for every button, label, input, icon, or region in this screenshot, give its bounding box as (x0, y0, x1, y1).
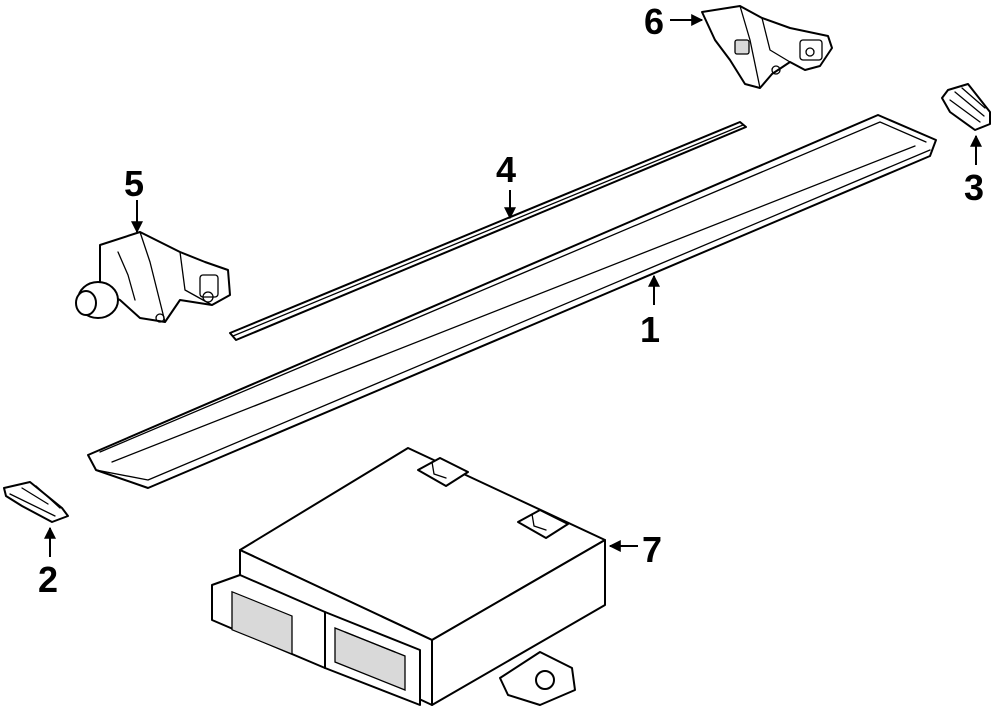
part-5-sensor[interactable] (75, 231, 231, 323)
part-3-end-cap[interactable] (941, 83, 991, 131)
callout-1: 1 (640, 309, 660, 350)
part-7-control-module[interactable] (211, 447, 606, 706)
part-4-rod[interactable] (229, 121, 747, 341)
part-2-end-cap[interactable] (3, 481, 69, 523)
callout-4: 4 (496, 149, 516, 190)
part-1-trim-panel[interactable] (87, 114, 937, 489)
callout-7: 7 (642, 529, 662, 570)
leaders (44, 14, 982, 557)
callout-6: 6 (644, 1, 664, 42)
part-6-bracket[interactable] (701, 5, 833, 89)
callout-2: 2 (38, 559, 58, 600)
callout-3: 3 (964, 167, 984, 208)
callout-5: 5 (124, 163, 144, 204)
